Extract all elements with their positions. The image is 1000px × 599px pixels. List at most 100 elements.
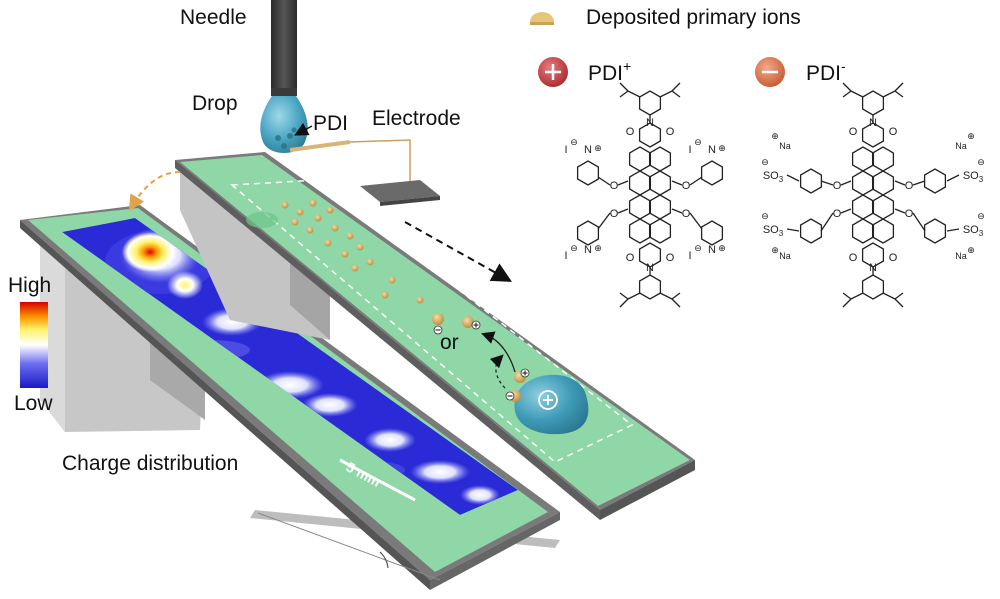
core-ring (648, 218, 672, 244)
sliding-drop (514, 374, 589, 435)
electrode-plate (360, 180, 440, 202)
bond-line (842, 298, 852, 308)
deposited-ion (356, 243, 364, 251)
deposited-ion (281, 201, 289, 209)
bond-line (840, 208, 852, 214)
charge-minus: ⊖ (694, 243, 702, 253)
bond-line (840, 180, 852, 186)
core-ring (648, 170, 672, 196)
charge-plus: ⊕ (771, 131, 779, 141)
charge-plus: ⊕ (718, 143, 726, 153)
or-label: or (440, 331, 459, 354)
drop-charge-plus-icon (538, 390, 558, 410)
core-ring (851, 194, 875, 220)
atom-i: I (564, 144, 567, 156)
charge-plus: ⊕ (967, 131, 975, 141)
colorbar-gradient (20, 302, 48, 388)
bond-line (671, 82, 681, 92)
core-ring (628, 146, 652, 172)
atom-o: O (666, 126, 675, 138)
bond-line (597, 176, 611, 186)
bond-line (671, 90, 681, 98)
bond-line (689, 176, 703, 186)
core-ring (871, 146, 895, 172)
charge-minus: ⊖ (761, 211, 769, 221)
core-ring (851, 146, 875, 172)
charge-heatmap (62, 218, 518, 515)
pdi-label: PDI (313, 112, 348, 135)
deposited-ion (388, 276, 396, 284)
aryl-ring (861, 274, 885, 300)
bond-line (894, 208, 906, 214)
atom-na: Na (779, 251, 791, 261)
atom-o: O (682, 208, 691, 220)
deposited-ion (296, 208, 304, 216)
pdi-plus-icon (538, 57, 568, 87)
needle-assembly (260, 0, 440, 206)
core-ring (628, 170, 652, 196)
atom-n: N (708, 144, 716, 156)
deposited-ion (326, 206, 334, 214)
core-ring (871, 194, 895, 220)
deposited-ion (416, 296, 424, 304)
charge-plus: ⊕ (967, 245, 975, 255)
core-ring (871, 218, 895, 244)
pyridinium-ring (700, 220, 724, 246)
bond-line (671, 180, 683, 186)
bond-line (894, 298, 904, 308)
bond-line (842, 90, 852, 98)
deposited-ion (366, 258, 374, 266)
colorbar-low-label: Low (14, 392, 53, 415)
deposited-ion (381, 291, 389, 299)
pdi-minus-icon (755, 57, 785, 87)
bond-line (894, 292, 904, 300)
atom-o: O (849, 126, 858, 138)
bond-line (627, 292, 641, 300)
bond-line (619, 298, 629, 308)
scale-bar (339, 458, 416, 502)
charge-minus: ⊖ (570, 243, 578, 253)
needle-label: Needle (180, 6, 247, 29)
legend-deposited-label: Deposited primary ions (586, 6, 801, 29)
core-ring (648, 194, 672, 220)
drop-label: Drop (192, 92, 238, 115)
bond-line (894, 90, 904, 98)
transfer-arrow (128, 171, 181, 212)
atom-o: O (666, 252, 675, 264)
atom-o: O (610, 208, 619, 220)
legend-pdi-plus-label: PDI+ (588, 58, 631, 85)
deposited-ion (351, 264, 359, 272)
deposited-ion (324, 239, 332, 247)
atom-o: O (610, 180, 619, 192)
bond-line (850, 292, 864, 300)
sulfonate-group: SO3 (963, 170, 984, 184)
electrode-wire (289, 140, 351, 152)
imide-ring (638, 122, 662, 148)
sulfonate-ring (923, 168, 947, 194)
atom-n: N (584, 144, 592, 156)
bond-line (820, 212, 834, 232)
aryl-ring (638, 90, 662, 116)
bond-line (619, 292, 629, 300)
charge-minus: ⊖ (761, 157, 769, 167)
imide-ring (861, 122, 885, 148)
bond-line (671, 292, 681, 300)
bond-line (786, 228, 800, 232)
deposited-ion-icon (530, 12, 554, 25)
deposited-ion (291, 218, 299, 226)
deposited-ion (306, 226, 314, 234)
bond-line (894, 180, 906, 186)
bond-line (842, 82, 852, 92)
charge-plus: ⊕ (718, 243, 726, 253)
ion-charge-markers (432, 313, 530, 402)
bond-line (659, 90, 673, 98)
bond-line (882, 292, 896, 300)
sulfonate-ring (799, 218, 823, 244)
bond-line (850, 90, 864, 98)
bond-line (689, 212, 703, 230)
atom-o: O (626, 126, 635, 138)
electrode-label: Electrode (372, 107, 461, 130)
bond-line (627, 90, 641, 98)
left-slide-assembly: 5 mm (20, 205, 560, 590)
atom-o: O (682, 180, 691, 192)
